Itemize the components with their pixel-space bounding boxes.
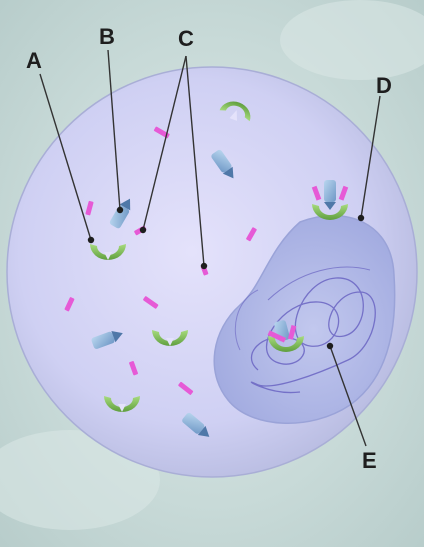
blue-structure (182, 412, 210, 437)
label-c: C (178, 26, 194, 51)
complex-d (311, 180, 349, 220)
pointer-dot-b (116, 206, 124, 214)
pink-rod (85, 200, 94, 216)
chromatin (234, 289, 259, 351)
leader-line-c2 (185, 55, 205, 267)
pink-rod (143, 296, 159, 309)
blue-structure (91, 330, 123, 349)
label-a: A (26, 48, 42, 73)
complex-e (267, 320, 304, 352)
pink-rod (64, 297, 75, 312)
pointer-dot-c1 (139, 226, 147, 234)
green-structure (219, 101, 251, 122)
blue-structures (91, 149, 234, 437)
chromatin (267, 266, 371, 301)
pink-rod (153, 126, 170, 139)
green-structures (90, 101, 251, 412)
background-blot (280, 0, 424, 80)
green-structure (90, 244, 126, 260)
leader-line-a (39, 73, 92, 241)
chromatin (250, 277, 376, 394)
blue-structure (109, 198, 131, 229)
pointer-dot-e (326, 342, 334, 350)
pointer-dot-a (87, 236, 95, 244)
green-structure (152, 330, 188, 346)
pink-rod (178, 381, 194, 395)
leader-line-b (107, 49, 121, 211)
pointer-dot-c2 (200, 262, 208, 270)
pink-rod (246, 227, 257, 242)
leader-lines (39, 49, 381, 447)
leader-line-c1 (142, 55, 187, 231)
leader-line-d (360, 95, 381, 219)
blue-structure (211, 149, 234, 179)
pointer-dot-d (357, 214, 365, 222)
pointer-dots (87, 206, 365, 350)
label-e: E (362, 448, 377, 473)
label-d: D (376, 73, 392, 98)
label-b: B (99, 24, 115, 49)
green-structure (104, 396, 140, 412)
leader-line-e (329, 345, 367, 447)
pink-rod (129, 361, 138, 376)
